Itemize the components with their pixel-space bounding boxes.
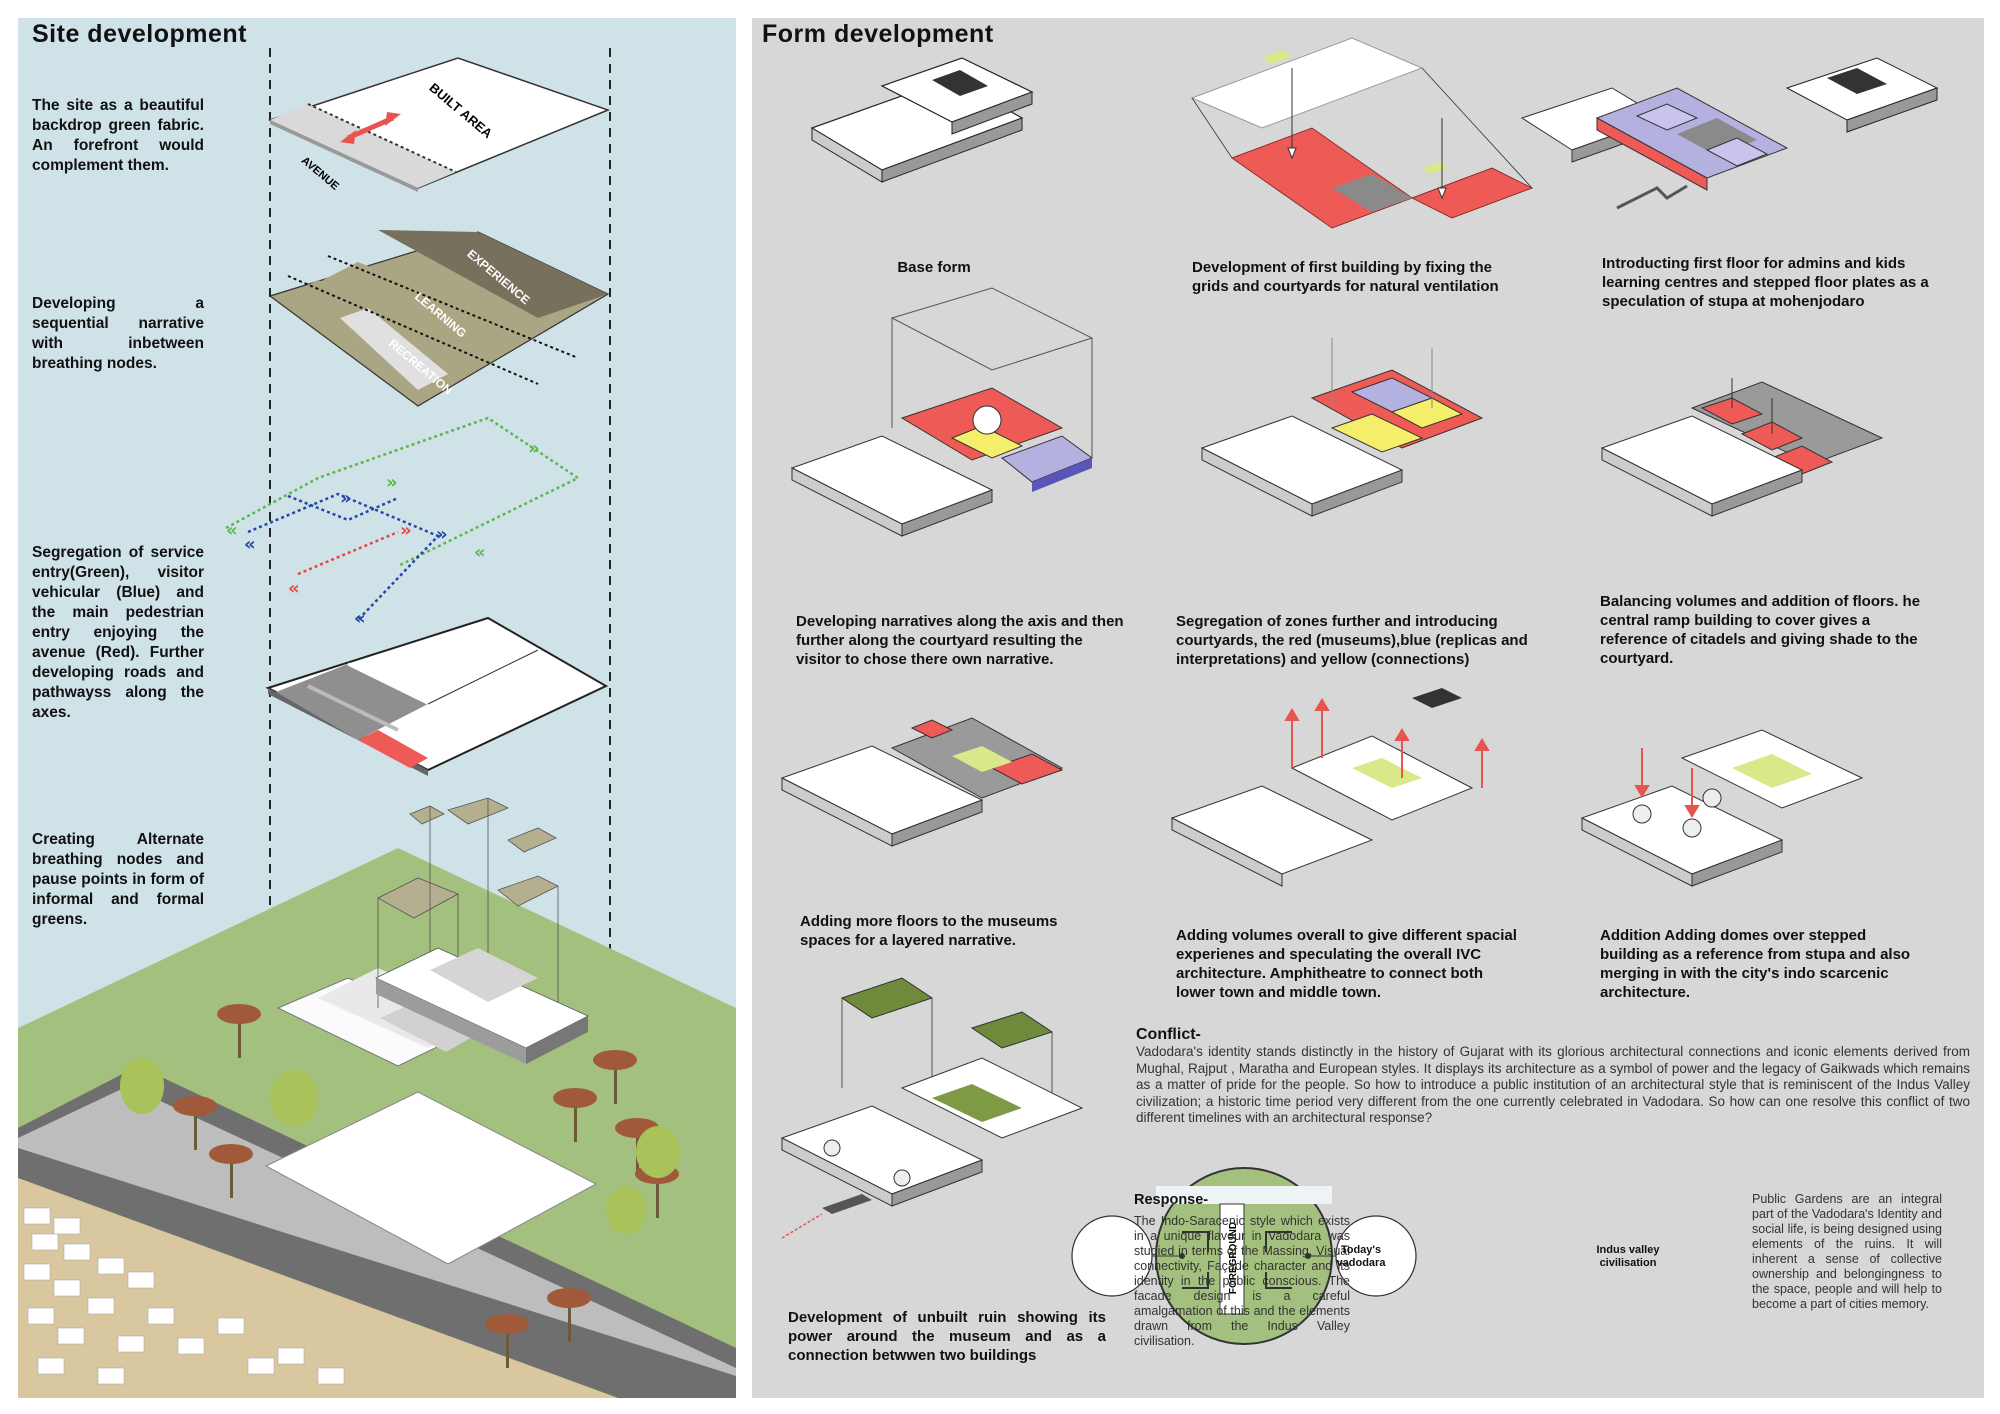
- response-text-right: Public Gardens are an integral part of t…: [1752, 1192, 1942, 1311]
- site-routes: » » « « » « » « » «: [225, 416, 581, 629]
- caption-more-floors: Adding more floors to the museums spaces…: [800, 913, 1058, 949]
- response-text-left: The Indo-Saracenic style which exists in…: [1134, 1214, 1350, 1348]
- diagram-first-floor: [1595, 57, 1939, 210]
- form-diagrams: FOREGROUND: [780, 37, 1939, 1345]
- caption-zones: Segregation of zones further and introdu…: [1176, 613, 1528, 668]
- response-heading: Response-: [1134, 1192, 1209, 1208]
- avenue-label: AVENUE: [299, 155, 341, 193]
- caption-first-building: Development of first building by fixing …: [1192, 259, 1499, 295]
- svg-text:»: »: [528, 438, 540, 459]
- diagram-adding-volumes: [1170, 688, 1490, 887]
- diagram-narratives: [790, 287, 1094, 537]
- diagram-zones: [1200, 338, 1484, 517]
- diagram-domes: [1580, 729, 1864, 887]
- caption-first-floor: Introducting first floor for admins and …: [1602, 255, 1929, 310]
- svg-text:«: «: [474, 542, 486, 563]
- caption-domes: Addition Adding domes over stepped build…: [1600, 927, 1911, 1001]
- foreground-label: FOREGROUND: [1228, 1222, 1239, 1294]
- site-note-3: Segregation of service entry(Green), vis…: [32, 544, 204, 721]
- site-building-mass: [375, 947, 589, 1064]
- svg-text:»: »: [436, 524, 448, 545]
- caption-narratives: Developing narratives along the axis and…: [796, 613, 1124, 668]
- diagram-unbuilt-ruin: [780, 977, 1084, 1239]
- caption-balancing: Balancing volumes and addition of floors…: [1600, 593, 1921, 667]
- conflict-text: Vadodara's identity stands distinctly in…: [1136, 1044, 1970, 1125]
- site-development-panel: Site development The site as a beautiful…: [18, 18, 736, 1398]
- site-plane-built-area: BUILT AREA AVENUE: [267, 57, 611, 193]
- caption-unbuilt-ruin: Development of unbuilt ruin showing its …: [788, 1309, 1106, 1364]
- diagram-more-floors: [780, 717, 1064, 847]
- svg-text:«: «: [244, 534, 256, 555]
- caption-adding-volumes: Adding volumes overall to give different…: [1176, 927, 1517, 1001]
- site-development-title: Site development: [32, 20, 247, 48]
- form-development-panel: Form development: [752, 18, 1984, 1398]
- svg-text:«: «: [226, 520, 238, 541]
- diagram-base-form: [810, 57, 1034, 183]
- diagram-first-building: [1190, 37, 1664, 229]
- site-note-4: Creating Alternate breathing nodes and p…: [32, 831, 204, 928]
- svg-text:»: »: [400, 520, 412, 541]
- diagram-balancing: [1600, 378, 1884, 517]
- svg-text:»: »: [340, 488, 352, 509]
- site-trees: [120, 1004, 680, 1368]
- site-diagram: BUILT AREA AVENUE EXPERIENCE LEARNING RE…: [18, 48, 736, 1398]
- site-town-blocks: [23, 1207, 345, 1385]
- svg-text:»: »: [386, 472, 398, 493]
- site-plane-narrative: EXPERIENCE LEARNING RECREATION: [268, 230, 610, 407]
- form-development-title: Form development: [762, 20, 994, 48]
- bubble-indus-valley: Indus valley civilisation: [1596, 1244, 1660, 1269]
- conflict-heading: Conflict-: [1136, 1026, 1201, 1043]
- svg-text:«: «: [288, 578, 300, 599]
- site-note-2: Developing a sequential narrative with i…: [32, 295, 204, 372]
- caption-base-form: Base form: [897, 259, 971, 276]
- site-plane-roads: [265, 616, 609, 776]
- svg-text:«: «: [354, 608, 366, 629]
- site-note-1: The site as a beautiful backdrop green f…: [32, 97, 204, 174]
- site-floating-greens: [377, 797, 559, 1018]
- bubble-todays-vadodara: Today's vadodara: [1336, 1244, 1386, 1269]
- response-circle-diagram: FOREGROUND: [1071, 1167, 1417, 1345]
